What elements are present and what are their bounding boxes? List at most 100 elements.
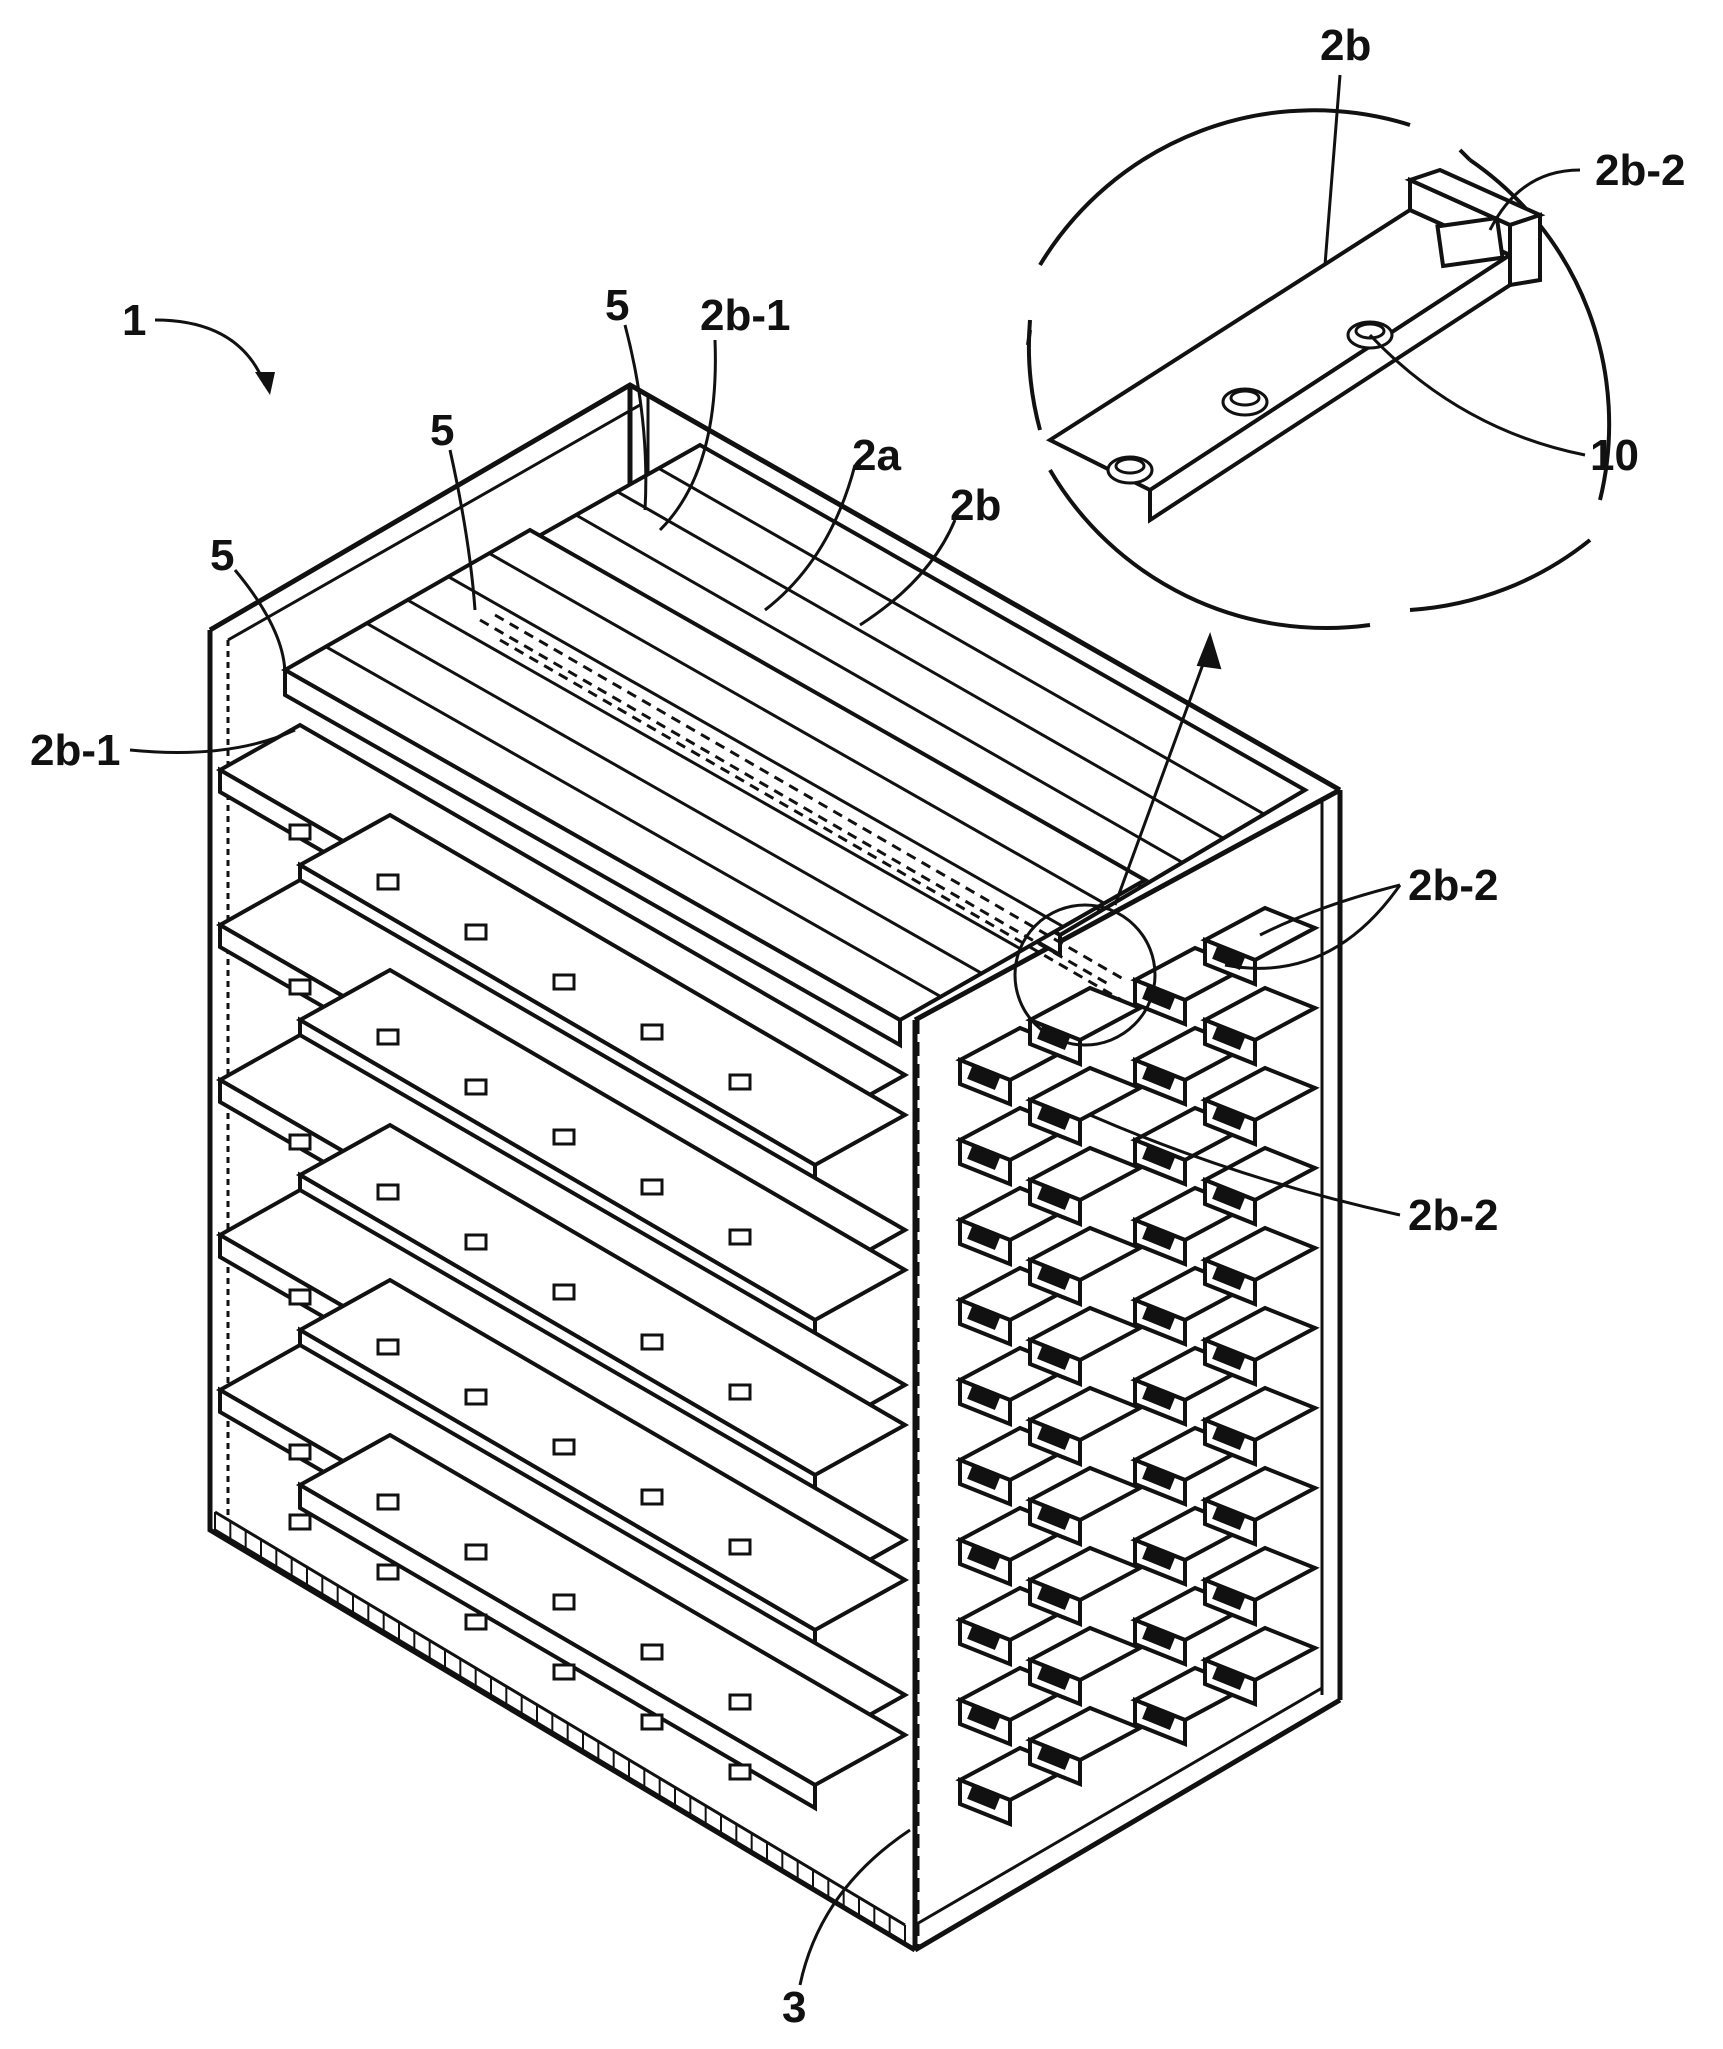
enlarged-bar-holes [1106,320,1394,485]
bar-end-opening [967,1143,1001,1171]
bar-end-opening [967,1463,1001,1491]
shelf-tab [552,1283,576,1301]
bar-end-opening [1037,1183,1071,1211]
bar-end-opening [967,1223,1001,1251]
bar-end-opening [967,1783,1001,1811]
label-opening-2b2-detail: 2b-2 [1595,146,1685,195]
bar-end-opening [1037,1343,1071,1371]
shelf-tab [728,1538,752,1556]
shelf-tab [640,1488,664,1506]
bar-end [1025,1705,1145,1787]
shelf-tab [376,1028,400,1046]
shelf-tab [640,1713,664,1731]
detail-arrowhead [1196,631,1222,670]
plate-strip-line [406,598,1024,952]
shelf-tab [288,823,312,841]
shelf-tab [464,1388,488,1406]
bar-end-opening [1037,1423,1071,1451]
label-hole-10: 10 [1590,431,1639,480]
shelf-tab [288,1288,312,1306]
bar-end [1025,1465,1145,1547]
bar-end-opening [1212,1023,1246,1051]
bar-end-opening [1212,943,1246,971]
bar-end-opening [1142,1063,1176,1091]
shelf-tab [728,1383,752,1401]
bar-end-opening [1037,1583,1071,1611]
bar-end-opening [1212,1103,1246,1131]
hole-inner [1354,322,1386,340]
label-base-3: 3 [782,1983,806,2032]
bar-end-opening [1142,1143,1176,1171]
shelf-tab [376,1338,400,1356]
hole-inner [1114,457,1146,475]
label-member-5-mid: 5 [430,406,454,455]
bar-end-opening [967,1703,1001,1731]
top-plate-front [280,527,1150,1049]
shelf-tab [552,1438,576,1456]
bar-end [1200,1465,1320,1547]
label-frame-2b1-top: 2b-1 [700,291,790,340]
shelf-tab [376,1563,400,1581]
shelf-tab [640,1178,664,1196]
shelf-stack [215,722,910,1812]
dashed-frame [479,613,1131,1007]
bar-end [1200,1385,1320,1467]
bar-end [1025,1385,1145,1467]
shelf-tab [288,1133,312,1151]
shelf-tab [728,1693,752,1711]
bar-end [1025,1545,1145,1627]
bar-end [1200,1305,1320,1387]
bar-end [1200,1065,1320,1147]
shelf-tab [464,1233,488,1251]
bar-end-opening [1037,1663,1071,1691]
shelf-tab [464,1543,488,1561]
plate-strip-line [616,490,1225,840]
bar-end-opening [1037,1103,1071,1131]
bar-end [1200,1225,1320,1307]
detail-arrow [1113,644,1212,906]
hole-inner [1229,389,1261,407]
bar-end-opening [967,1383,1001,1411]
plate-strip-line [575,513,1184,864]
bar-end [1025,1145,1145,1227]
hatched-base [214,1510,906,1945]
bar-end-opening [1142,1383,1176,1411]
bar-end-opening [1212,1583,1246,1611]
shelf-tab [728,1228,752,1246]
label-opening-2b2-middle: 2b-2 [1408,1191,1498,1240]
label-opening-2b2-upper: 2b-2 [1408,861,1498,910]
bar-end-grid [955,905,1320,1827]
shelf-layer [215,877,910,1347]
label-bar-2b: 2b [950,481,1001,530]
bar-end-opening [1212,1663,1246,1691]
detail-marker-circle [1013,903,1157,1047]
label-plate-2a: 2a [852,431,901,480]
plate-strip-line [488,552,1105,905]
bar-end-opening [1212,1263,1246,1291]
shelf-tab [376,1493,400,1511]
bar-end-opening [1212,1183,1246,1211]
shelf-tab [552,1663,576,1681]
bar-end [1200,1145,1320,1227]
label-member-5-left: 5 [210,531,234,580]
plate-strip-line [657,467,1265,816]
shelf-tab [552,973,576,991]
bar-end-opening [967,1623,1001,1651]
shelf-tab [376,1183,400,1201]
bar-end-opening [1037,1743,1071,1771]
shelf-tab [464,1613,488,1631]
bar-end [1200,985,1320,1067]
bar-end [1025,985,1145,1067]
detail-circle [1026,108,1612,631]
shelf-tab [552,1593,576,1611]
label-device-1: 1 [122,296,146,345]
bar-end [1200,1625,1320,1707]
bar-end-opening [1142,1543,1176,1571]
label-bar-2b-detail: 2b [1320,21,1371,70]
shelf-tab [552,1128,576,1146]
bar-end [1025,1065,1145,1147]
bar-end [1200,905,1320,987]
shelf-tab [640,1333,664,1351]
shelf-tab [288,1513,312,1531]
